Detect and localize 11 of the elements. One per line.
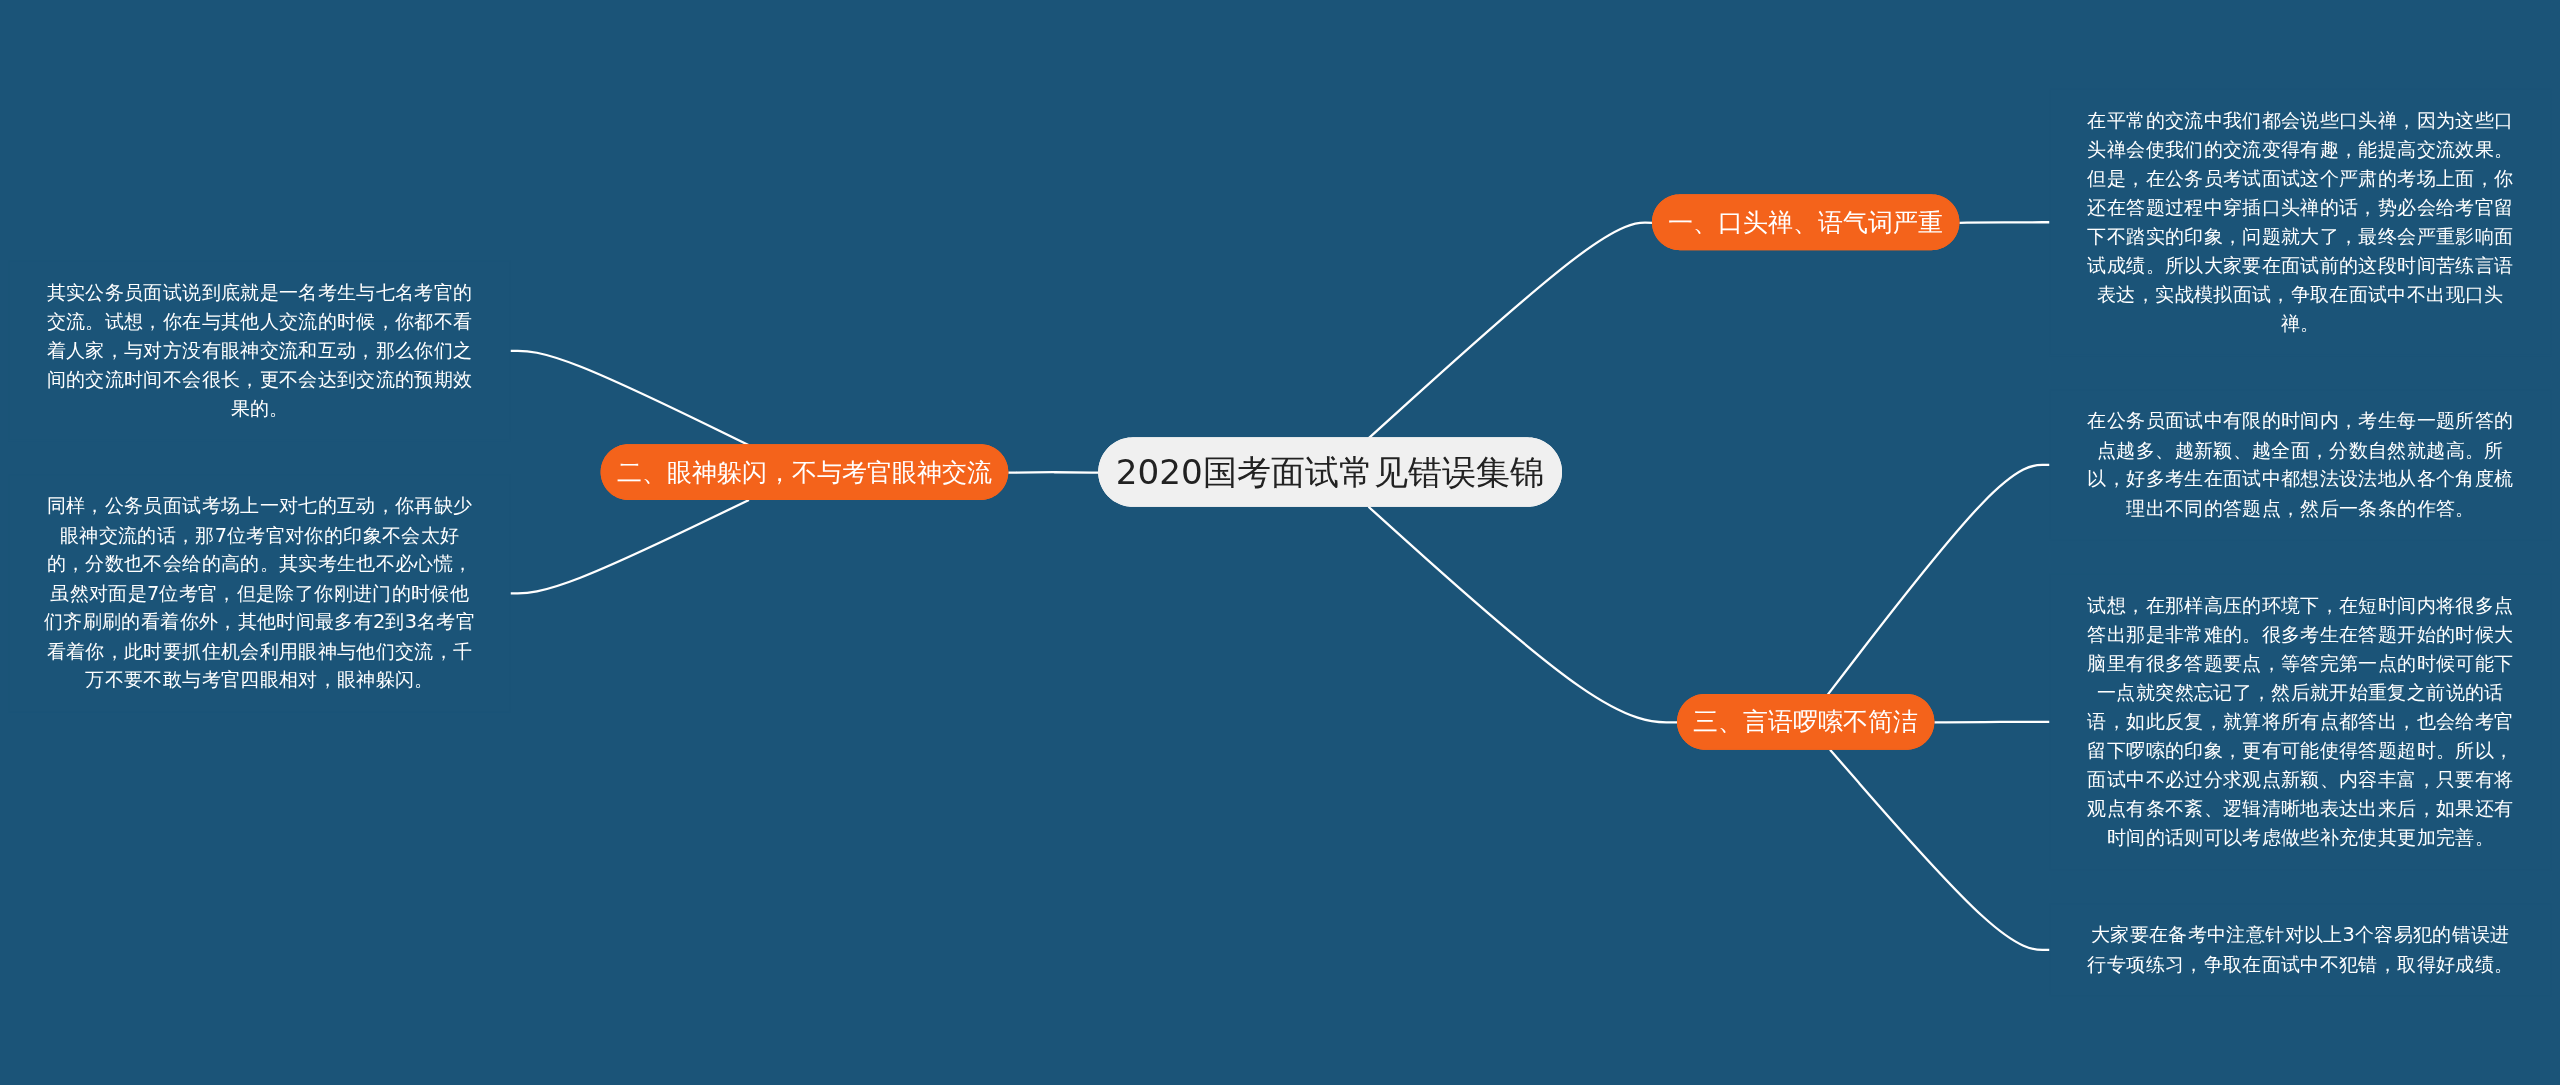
connector [1959, 221, 2050, 224]
node-text: 大家要在备考中注意针对以上3个容易犯的错误进行专项练习，争取在面试中不犯错，取得好成绩。 [2087, 923, 2514, 975]
node-text: 同样，公务员面试考场上一对七的互动，你再缺少眼神交流的话，那7位考官对你的印象不会太好的，分数也不会给的高的。其实考生也不必心慌，虽然对面是7位考官，但是除了你刚进门的时候他们齐刷刷的看着你外，其他时间最多有2到3名考官看着你，此时要抓住机会利用眼神与他们交流，千万不要不敢与考官四眼相对，眼神躲闪。 [44, 493, 476, 691]
connector [510, 498, 750, 595]
connector [1826, 463, 2050, 696]
node-text: 在公务员面试中有限的时间内，考生每一题所答的点越多、越新颖、越全面，分数自然就越高。所以，好多考生在面试中都想法设法地从各个角度梳理出不同的答题点，然后一条条的作答。 [2087, 408, 2514, 519]
node-text: 其实公务员面试说到底就是一名考生与七名考官的交流。试想，你在与其他人交流的时候，你都不看着人家，与对方没有眼神交流和互动，那么你们之间的交流时间不会很长，更不会达到交流的预期效果的。 [46, 280, 473, 420]
connector [1829, 749, 2050, 951]
connector [1934, 720, 2050, 724]
node-text: 在平常的交流中我们都会说些口头禅，因为这些口头禅会使我们的交流变得有趣，能提高交流效果。但是，在公务员考试面试这个严肃的考场上面，你还在答题过程中穿插口头禅的话，势必会给考官留下不踏实的印象，问题就大了，最终会严重影响面试成绩。所以大家要在面试前的这段时间苦练言语表达，实战模拟面试，争取在面试中不出现口头禅。 [2087, 108, 2514, 335]
node-text: 试想，在那样高压的环境下，在短时间内将很多点答出那是非常难的。很多考生在答题开始的时候大脑里有很多答题要点，等答完第一点的时候可能下一点就突然忘记了，然后就开始重复之前说的话语，如此反复，就算将所有点都答出，也会给考官留下啰嗦的印象，更有可能使得答题超时。所以，面试中不必过分求观点新颖、内容丰富，只要有将观点有条不紊、逻辑清晰地表达出来后，如果还有时间的话则可以考虑做些补充使其更加完善。 [2087, 593, 2514, 849]
